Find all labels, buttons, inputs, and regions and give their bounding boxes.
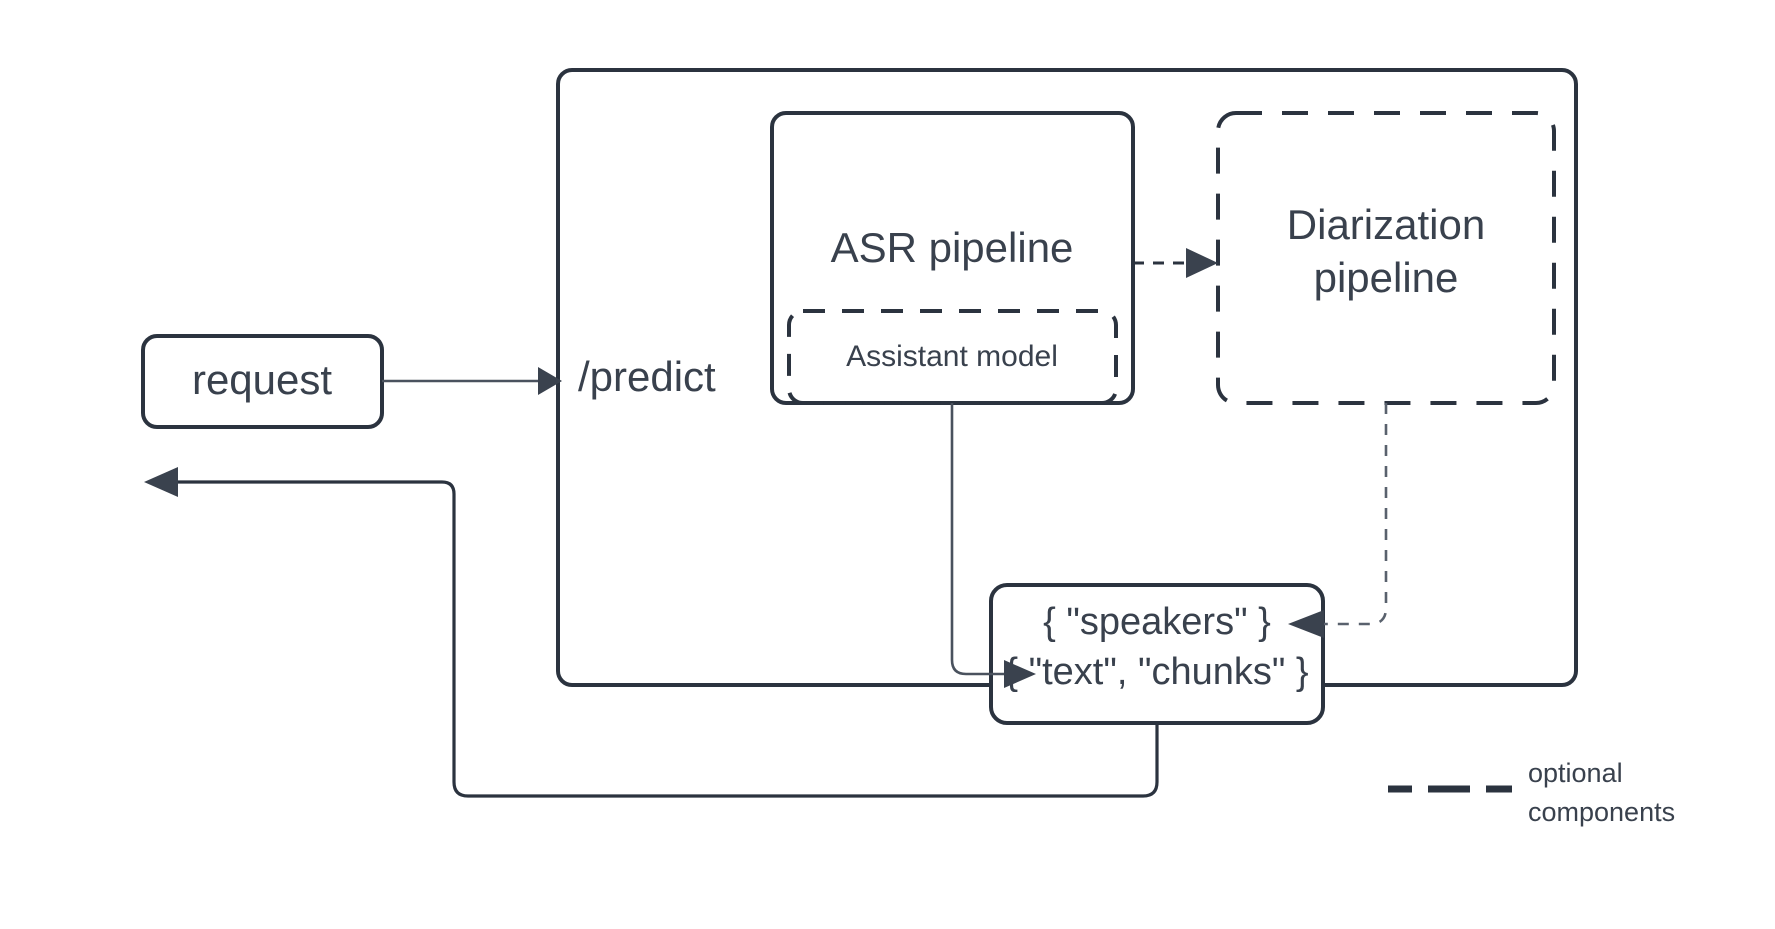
request-label: request bbox=[192, 356, 332, 403]
legend-label-line1: optional bbox=[1528, 758, 1623, 788]
arrowhead-response-to-caller bbox=[144, 467, 178, 497]
output-text-chunks-label: { "text", "chunks" } bbox=[1005, 651, 1308, 693]
output-speakers-label: { "speakers" } bbox=[1043, 601, 1271, 643]
arrowhead-diarization-to-speakers bbox=[1288, 610, 1324, 638]
arrowhead-request-to-predict bbox=[538, 367, 562, 395]
asr-pipeline-label: ASR pipeline bbox=[831, 224, 1074, 271]
edge-diarization-to-speakers bbox=[1324, 403, 1388, 626]
edge-assistant-to-text-chunks bbox=[950, 403, 1004, 676]
arrowhead-assistant-to-text-chunks bbox=[1004, 660, 1036, 688]
diarization-pipeline-label-line1: Diarization bbox=[1287, 201, 1485, 248]
arrowhead-asr-to-diarization bbox=[1186, 248, 1218, 278]
edge-output-to-response bbox=[178, 480, 1159, 798]
predict-label: /predict bbox=[578, 353, 716, 400]
legend-label-line2: components bbox=[1528, 797, 1675, 827]
assistant-model-label: Assistant model bbox=[846, 340, 1058, 373]
legend: optional components bbox=[1388, 758, 1675, 827]
diarization-pipeline-label-line2: pipeline bbox=[1314, 254, 1459, 301]
